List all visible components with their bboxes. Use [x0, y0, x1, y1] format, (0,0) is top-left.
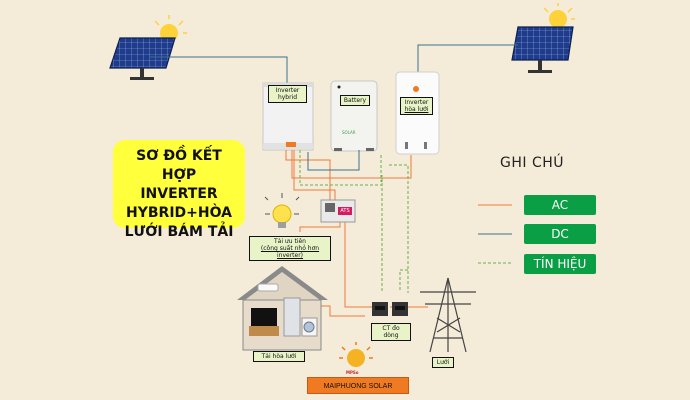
- sun-icon: [549, 10, 567, 28]
- battery-brand: SOLAR: [342, 130, 356, 135]
- battery-unit: [330, 80, 378, 152]
- brand-logo-icon: [339, 342, 373, 367]
- ats-box: [320, 199, 356, 223]
- signal-lines: [299, 150, 409, 293]
- ct-meters: [372, 302, 408, 316]
- inverter-grid-label: Inverter hòa lưới: [400, 97, 433, 115]
- brand-name: MAIPHUONG SOLAR: [307, 377, 409, 394]
- legend-ac: AC: [524, 195, 596, 215]
- ac-lines: [285, 150, 428, 308]
- legend-signal: TÍN HIỆU: [524, 254, 596, 274]
- legend-lines: [478, 204, 512, 264]
- priority-load-label: Tải ưu tiên (công suất nhỏ hơn inverter): [249, 236, 331, 261]
- ats-label: ATS: [340, 208, 350, 214]
- house-icon: [237, 266, 328, 351]
- solar-panel-left: [109, 15, 187, 80]
- solar-panel-right: [511, 3, 575, 73]
- legend-dc: DC: [524, 224, 596, 244]
- legend-title: GHI CHÚ: [500, 155, 565, 171]
- brand-mini-logo: MPSo: [346, 370, 359, 375]
- battery-label: Battery: [340, 95, 370, 106]
- grid-label: Lưới: [432, 357, 454, 368]
- tower-icon: [420, 277, 476, 353]
- diagram-title: SƠ ĐỒ KẾT HỢP INVERTER HYBRID+HÒA LƯỚI B…: [113, 140, 245, 240]
- inverter-hybrid-label: Inverter hybrid: [268, 85, 307, 103]
- lightbulb-icon: [264, 193, 300, 228]
- grid-load-label: Tải hòa lưới: [253, 351, 305, 362]
- dc-lines: [150, 44, 518, 85]
- ct-label: CT đo dòng: [371, 323, 411, 341]
